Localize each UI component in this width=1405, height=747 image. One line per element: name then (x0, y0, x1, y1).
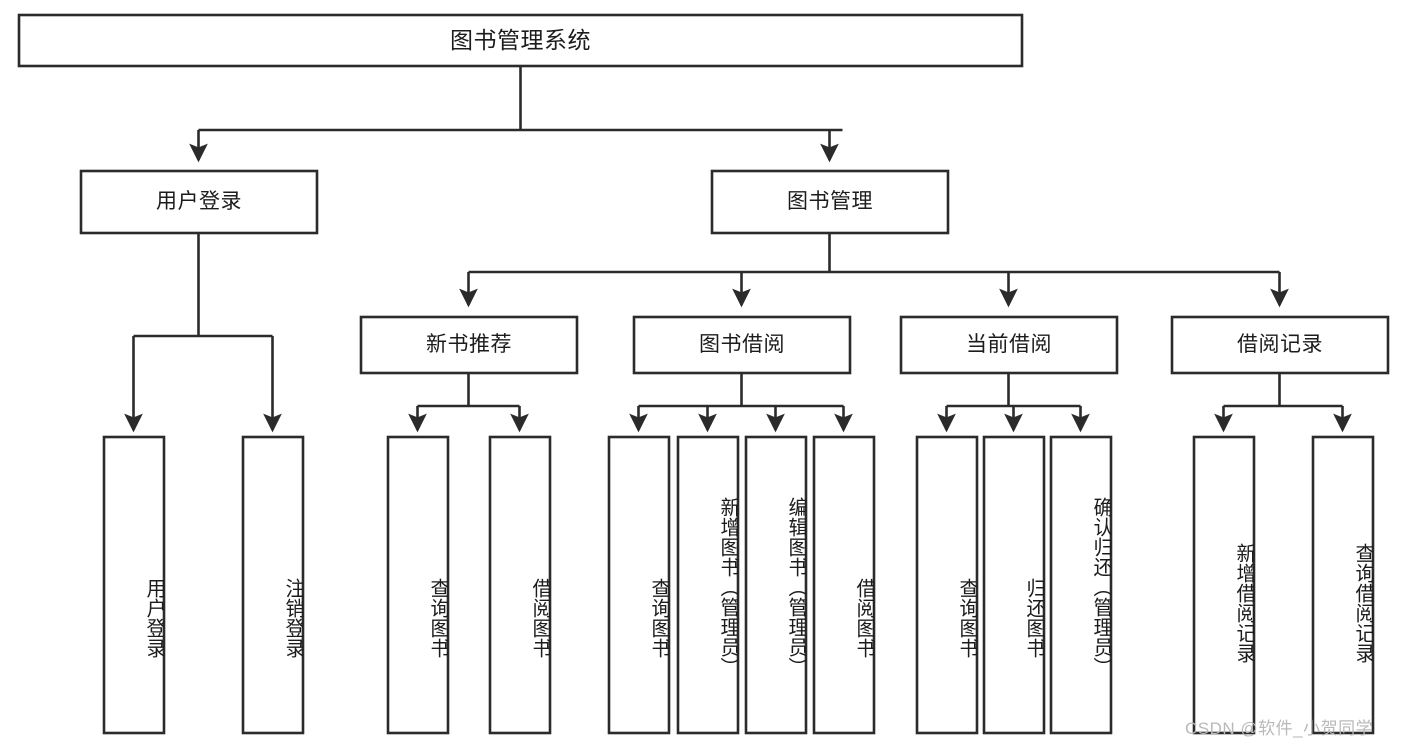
leaf-box-user-login-1[interactable] (241, 435, 305, 735)
leaf-box-user-login-0[interactable] (102, 435, 166, 735)
connector-group-user-login (124, 233, 282, 433)
node-box-root[interactable] (17, 13, 1024, 68)
connector-group-borrow-record (1214, 373, 1352, 433)
connector-group-new-book (408, 373, 529, 433)
leaf-box-borrow-record-0[interactable] (1192, 435, 1256, 735)
leaf-box-current-borrow-0[interactable] (915, 435, 979, 735)
leaf-box-book-borrow-2[interactable] (744, 435, 808, 735)
connector-group-root (189, 66, 843, 163)
leaf-box-current-borrow-1[interactable] (982, 435, 1046, 735)
leaf-box-book-borrow-1[interactable] (676, 435, 740, 735)
connector-group-current-borrow (937, 373, 1090, 433)
leaf-box-book-borrow-3[interactable] (812, 435, 876, 735)
node-box-borrow-record[interactable] (1170, 315, 1390, 375)
node-box-book-borrow[interactable] (632, 315, 852, 375)
node-box-book-manage[interactable] (710, 169, 950, 235)
node-box-new-book[interactable] (359, 315, 579, 375)
connector-group-book-manage (459, 233, 1289, 308)
connector-group-book-borrow (629, 373, 853, 433)
leaf-box-new-book-1[interactable] (488, 435, 552, 735)
node-box-current-borrow[interactable] (899, 315, 1119, 375)
node-box-user-login[interactable] (79, 169, 319, 235)
leaf-box-borrow-record-1[interactable] (1311, 435, 1375, 735)
leaf-box-current-borrow-2[interactable] (1049, 435, 1113, 735)
leaf-box-book-borrow-0[interactable] (607, 435, 671, 735)
leaf-box-new-book-0[interactable] (386, 435, 450, 735)
